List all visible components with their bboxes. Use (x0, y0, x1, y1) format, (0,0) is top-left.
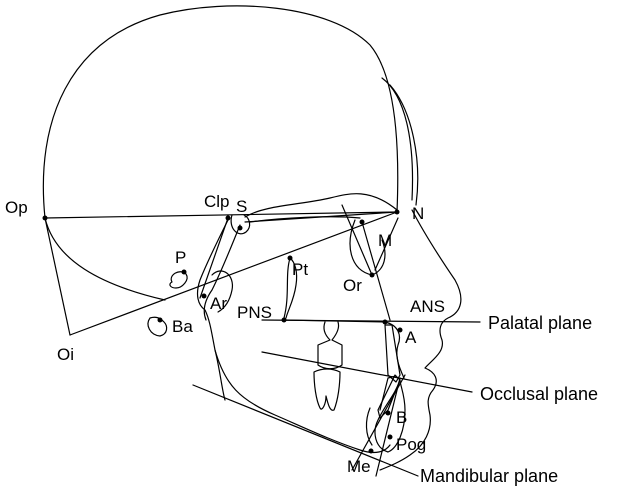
occlusal-plane-line (262, 352, 472, 392)
b-point (386, 411, 391, 416)
cranium-outline (43, 6, 397, 218)
s-point (238, 226, 243, 231)
mandibular-plane-line (193, 385, 418, 476)
ans-point (383, 320, 388, 325)
mandibular-plane-label: Mandibular plane (420, 466, 558, 486)
p-label: P (175, 248, 186, 267)
upper-incisor (385, 325, 400, 382)
me-point (369, 449, 374, 454)
a-point (398, 328, 403, 333)
s-label: S (236, 197, 247, 216)
op-label: Op (5, 198, 28, 217)
pns-label: PNS (237, 303, 272, 322)
occlusal-plane-label: Occlusal plane (480, 384, 598, 404)
upper-molar (318, 322, 342, 369)
pt-label: Pt (292, 260, 308, 279)
n-point (395, 210, 400, 215)
lower-molar (314, 369, 340, 410)
palatal-plane-label: Palatal plane (488, 313, 592, 333)
clp-label: Clp (204, 192, 230, 211)
m-point (360, 220, 365, 225)
ar-label: Ar (210, 294, 227, 313)
pog-label: Pog (396, 435, 426, 454)
pns-point (282, 318, 287, 323)
n-label: N (412, 204, 424, 223)
basion-shape (148, 317, 167, 336)
m-label: M (378, 231, 392, 250)
a-label: A (405, 328, 417, 347)
oi-n-line (70, 212, 397, 335)
pog-point (388, 435, 393, 440)
op-oi-line (45, 218, 70, 335)
or-label: Or (343, 276, 362, 295)
clp-point (226, 216, 231, 221)
p-point (182, 270, 187, 275)
me-label: Me (347, 457, 371, 476)
ba-label: Ba (172, 317, 193, 336)
ans-label: ANS (410, 297, 445, 316)
ba-point (158, 318, 163, 323)
sella-turcica (231, 215, 250, 234)
ar-point (202, 294, 207, 299)
oi-label: Oi (57, 345, 74, 364)
occipital-inner-curve (45, 218, 165, 300)
op-point (43, 216, 48, 221)
forehead-outer-line-2 (390, 85, 418, 205)
or-point (370, 273, 375, 278)
b-label: B (396, 408, 407, 427)
facial-line-2 (376, 378, 400, 476)
mandible-lower-border (215, 350, 390, 452)
